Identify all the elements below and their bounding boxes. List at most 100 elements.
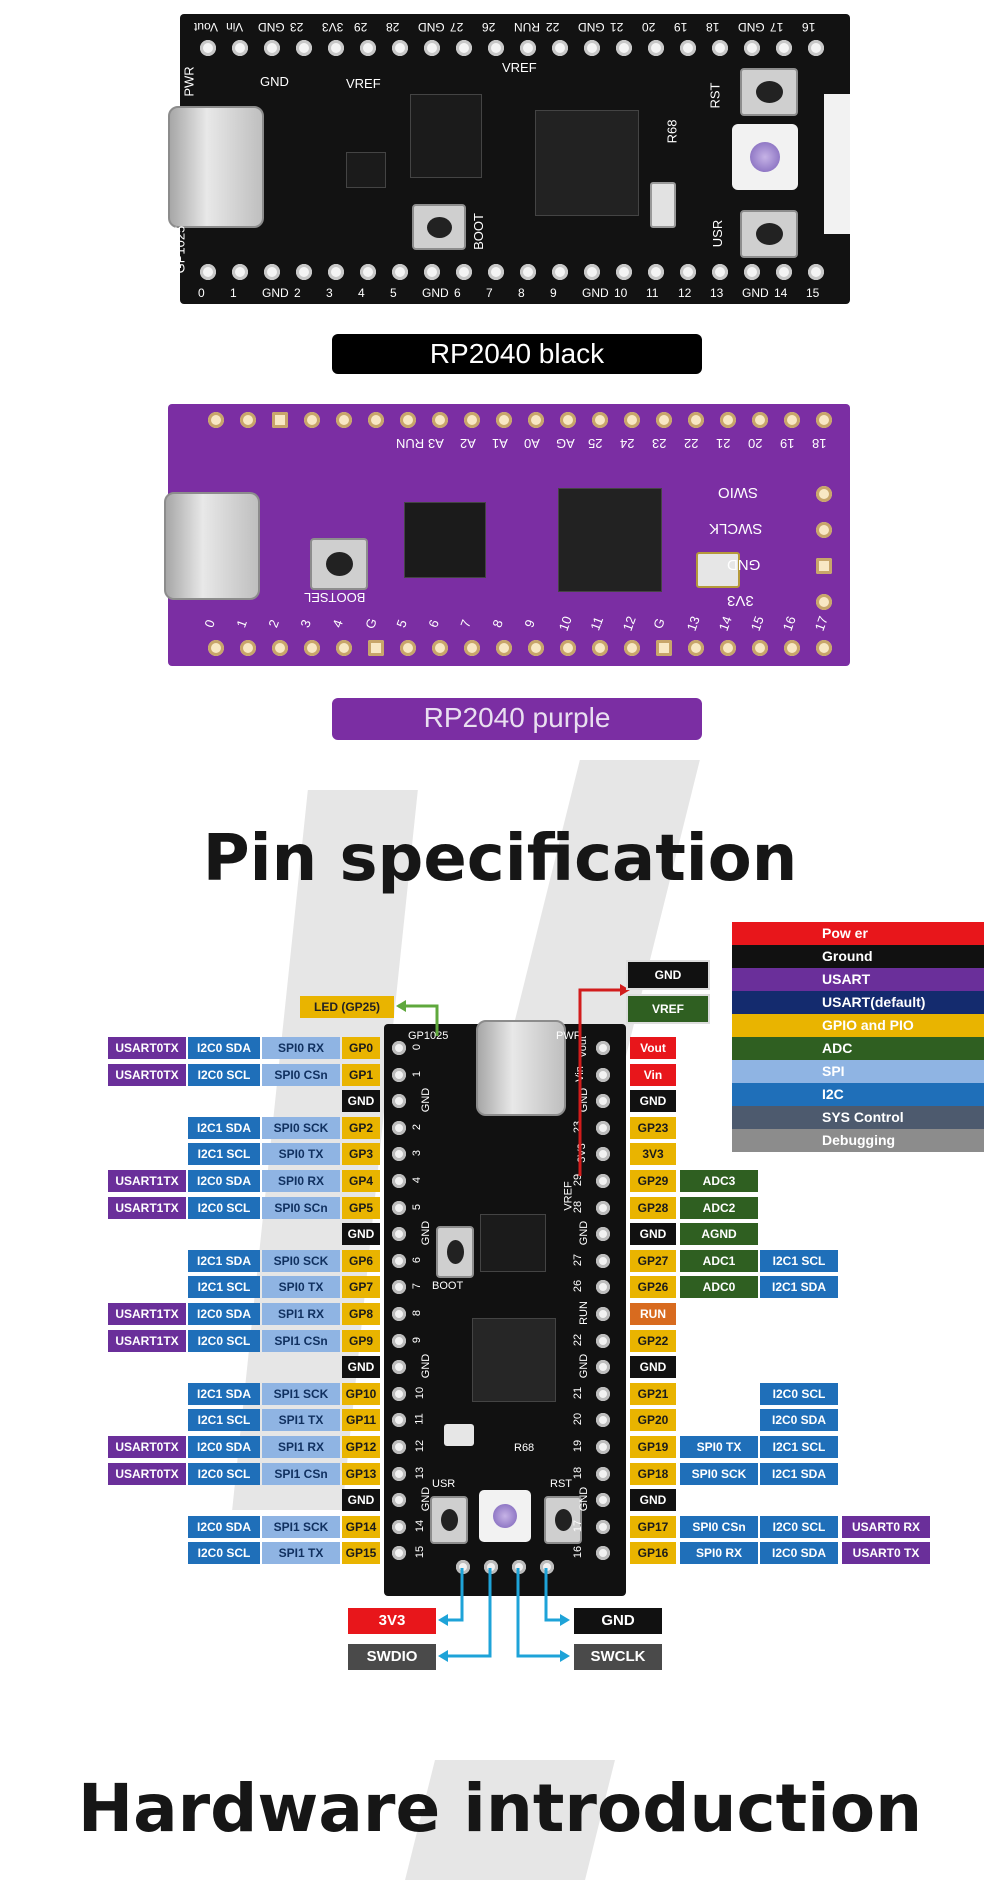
right-pin-tag: SPI0 RX: [680, 1542, 758, 1565]
bottom-pin-pad: [336, 640, 352, 656]
bottom-pin-pad: [808, 264, 824, 280]
left-pin-tag: SPI1 TX: [262, 1409, 340, 1432]
bottom-pin-pad: [368, 640, 384, 656]
top-pin-pad: [368, 412, 384, 428]
right-pin-tag: ADC2: [680, 1196, 758, 1219]
vref-top-label: VREF: [502, 60, 537, 75]
legend-label: ADC: [820, 1037, 984, 1060]
crystal: [650, 182, 676, 228]
top-pin-label: GND: [258, 20, 285, 34]
right-pin-hole: [596, 1067, 610, 1082]
bottom-pin-pad: [496, 640, 512, 656]
right-pin-number: GND: [578, 1353, 591, 1379]
left-pin-tag: I2C0 SCL: [188, 1542, 260, 1565]
left-pin-tag: SPI1 CSn: [262, 1329, 340, 1352]
side-pin-label: GND: [727, 556, 761, 573]
legend-row: USART: [732, 968, 984, 991]
top-pin-label: 3V3: [322, 20, 344, 34]
right-pin-tag: SPI0 CSn: [680, 1515, 758, 1538]
rst-button: [740, 68, 798, 116]
left-pin-tag: USART0TX: [108, 1462, 186, 1485]
left-pin-number: 14: [414, 1519, 427, 1532]
bottom-pin-pad: [776, 264, 792, 280]
left-pin-number: 3: [411, 1150, 424, 1157]
boot-label: BOOT: [432, 1280, 464, 1292]
legend-row: Debugging: [732, 1129, 984, 1152]
left-pin-number: 0: [411, 1043, 424, 1051]
top-pin-pad: [400, 412, 416, 428]
bottom-pin-label: 0: [201, 617, 218, 630]
legend-label: Pow er: [820, 922, 984, 945]
right-pin-hole: [596, 1413, 610, 1428]
left-pin-tag: I2C0 SDA: [188, 1303, 260, 1325]
boot-button: [436, 1226, 474, 1278]
left-pin-tag: I2C1 SCL: [188, 1143, 260, 1166]
bottom-pin-pad: [264, 264, 280, 280]
left-pin-number: 6: [411, 1256, 424, 1263]
bottom-pin-pad: [208, 640, 224, 656]
left-pin-tag: GP0: [342, 1037, 380, 1059]
bottom-pin-label: 2: [294, 286, 301, 300]
left-pin-tag: I2C0 SDA: [188, 1515, 260, 1538]
bottom-pin-label: 1: [233, 617, 250, 630]
legend-swatch: [732, 922, 820, 945]
right-pin-hole: [596, 1280, 610, 1295]
led-arrow-head: [396, 1000, 406, 1012]
debug-pin-hole: [484, 1560, 498, 1574]
left-pin-tag: SPI0 CSn: [262, 1063, 340, 1086]
left-pin-number: GND: [420, 1353, 433, 1379]
flash-chip: [480, 1214, 546, 1272]
right-pin-tag: GP26: [630, 1276, 676, 1299]
debug-tag-3v3: 3V3: [348, 1608, 436, 1634]
rst-label: RST: [550, 1478, 572, 1490]
legend-swatch: [732, 1083, 820, 1106]
left-pin-hole: [392, 1493, 406, 1508]
usb-c-connector: [476, 1020, 566, 1116]
legend-row: GPIO and PIO: [732, 1014, 984, 1037]
left-pin-tag: I2C1 SCL: [188, 1276, 260, 1299]
left-pin-tag: SPI0 SCK: [262, 1249, 340, 1272]
left-pin-hole: [392, 1440, 406, 1454]
bottom-pin-pad: [200, 264, 216, 280]
bottom-pin-label: 5: [393, 617, 410, 630]
left-pin-hole: [392, 1147, 406, 1162]
right-pin-tag: SPI0 TX: [680, 1436, 758, 1458]
left-pin-tag: SPI0 TX: [262, 1276, 340, 1299]
left-pin-tag: SPI1 RX: [262, 1303, 340, 1325]
legend-swatch: [732, 991, 820, 1014]
rst-button: [544, 1496, 582, 1544]
left-pin-tag: USART0TX: [108, 1063, 186, 1086]
right-pin-number: GND: [578, 1486, 591, 1512]
left-pin-hole: [392, 1546, 406, 1561]
right-pin-number: 22: [572, 1333, 585, 1346]
top-pin-pad: [616, 40, 632, 56]
right-pin-number: Vin: [573, 1065, 586, 1082]
top-pin-pad: [424, 40, 440, 56]
right-pin-tag: GP17: [630, 1515, 676, 1538]
usr-label: USR: [432, 1478, 456, 1490]
right-pin-hole: [596, 1333, 610, 1348]
bottom-pin-label: 13: [683, 614, 703, 633]
top-pin-pad: [328, 40, 344, 56]
left-pin-hole: [392, 1200, 406, 1215]
bottom-pin-label: 14: [715, 614, 735, 633]
right-pin-number: 27: [572, 1253, 585, 1266]
left-pin-tag: I2C1 SCL: [188, 1409, 260, 1432]
bottom-pin-pad: [624, 640, 640, 656]
top-pin-label: 28: [386, 20, 400, 34]
top-pin-pad: [552, 40, 568, 56]
top-pin-pad: [304, 412, 320, 428]
right-pin-tag: I2C0 SDA: [760, 1542, 838, 1565]
legend-row: I2C: [732, 1083, 984, 1106]
left-pin-tag: SPI1 TX: [262, 1542, 340, 1565]
bottom-pin-label: 0: [198, 286, 205, 300]
left-pin-tag: I2C1 SDA: [188, 1116, 260, 1139]
top-pin-label: GND: [418, 20, 445, 34]
left-pin-tag: USART1TX: [108, 1170, 186, 1192]
debug-tag-swdio: SWDIO: [348, 1644, 436, 1670]
bottom-pin-pad: [592, 640, 608, 656]
legend-swatch: [732, 1060, 820, 1083]
left-pin-tag: GP10: [342, 1382, 380, 1405]
